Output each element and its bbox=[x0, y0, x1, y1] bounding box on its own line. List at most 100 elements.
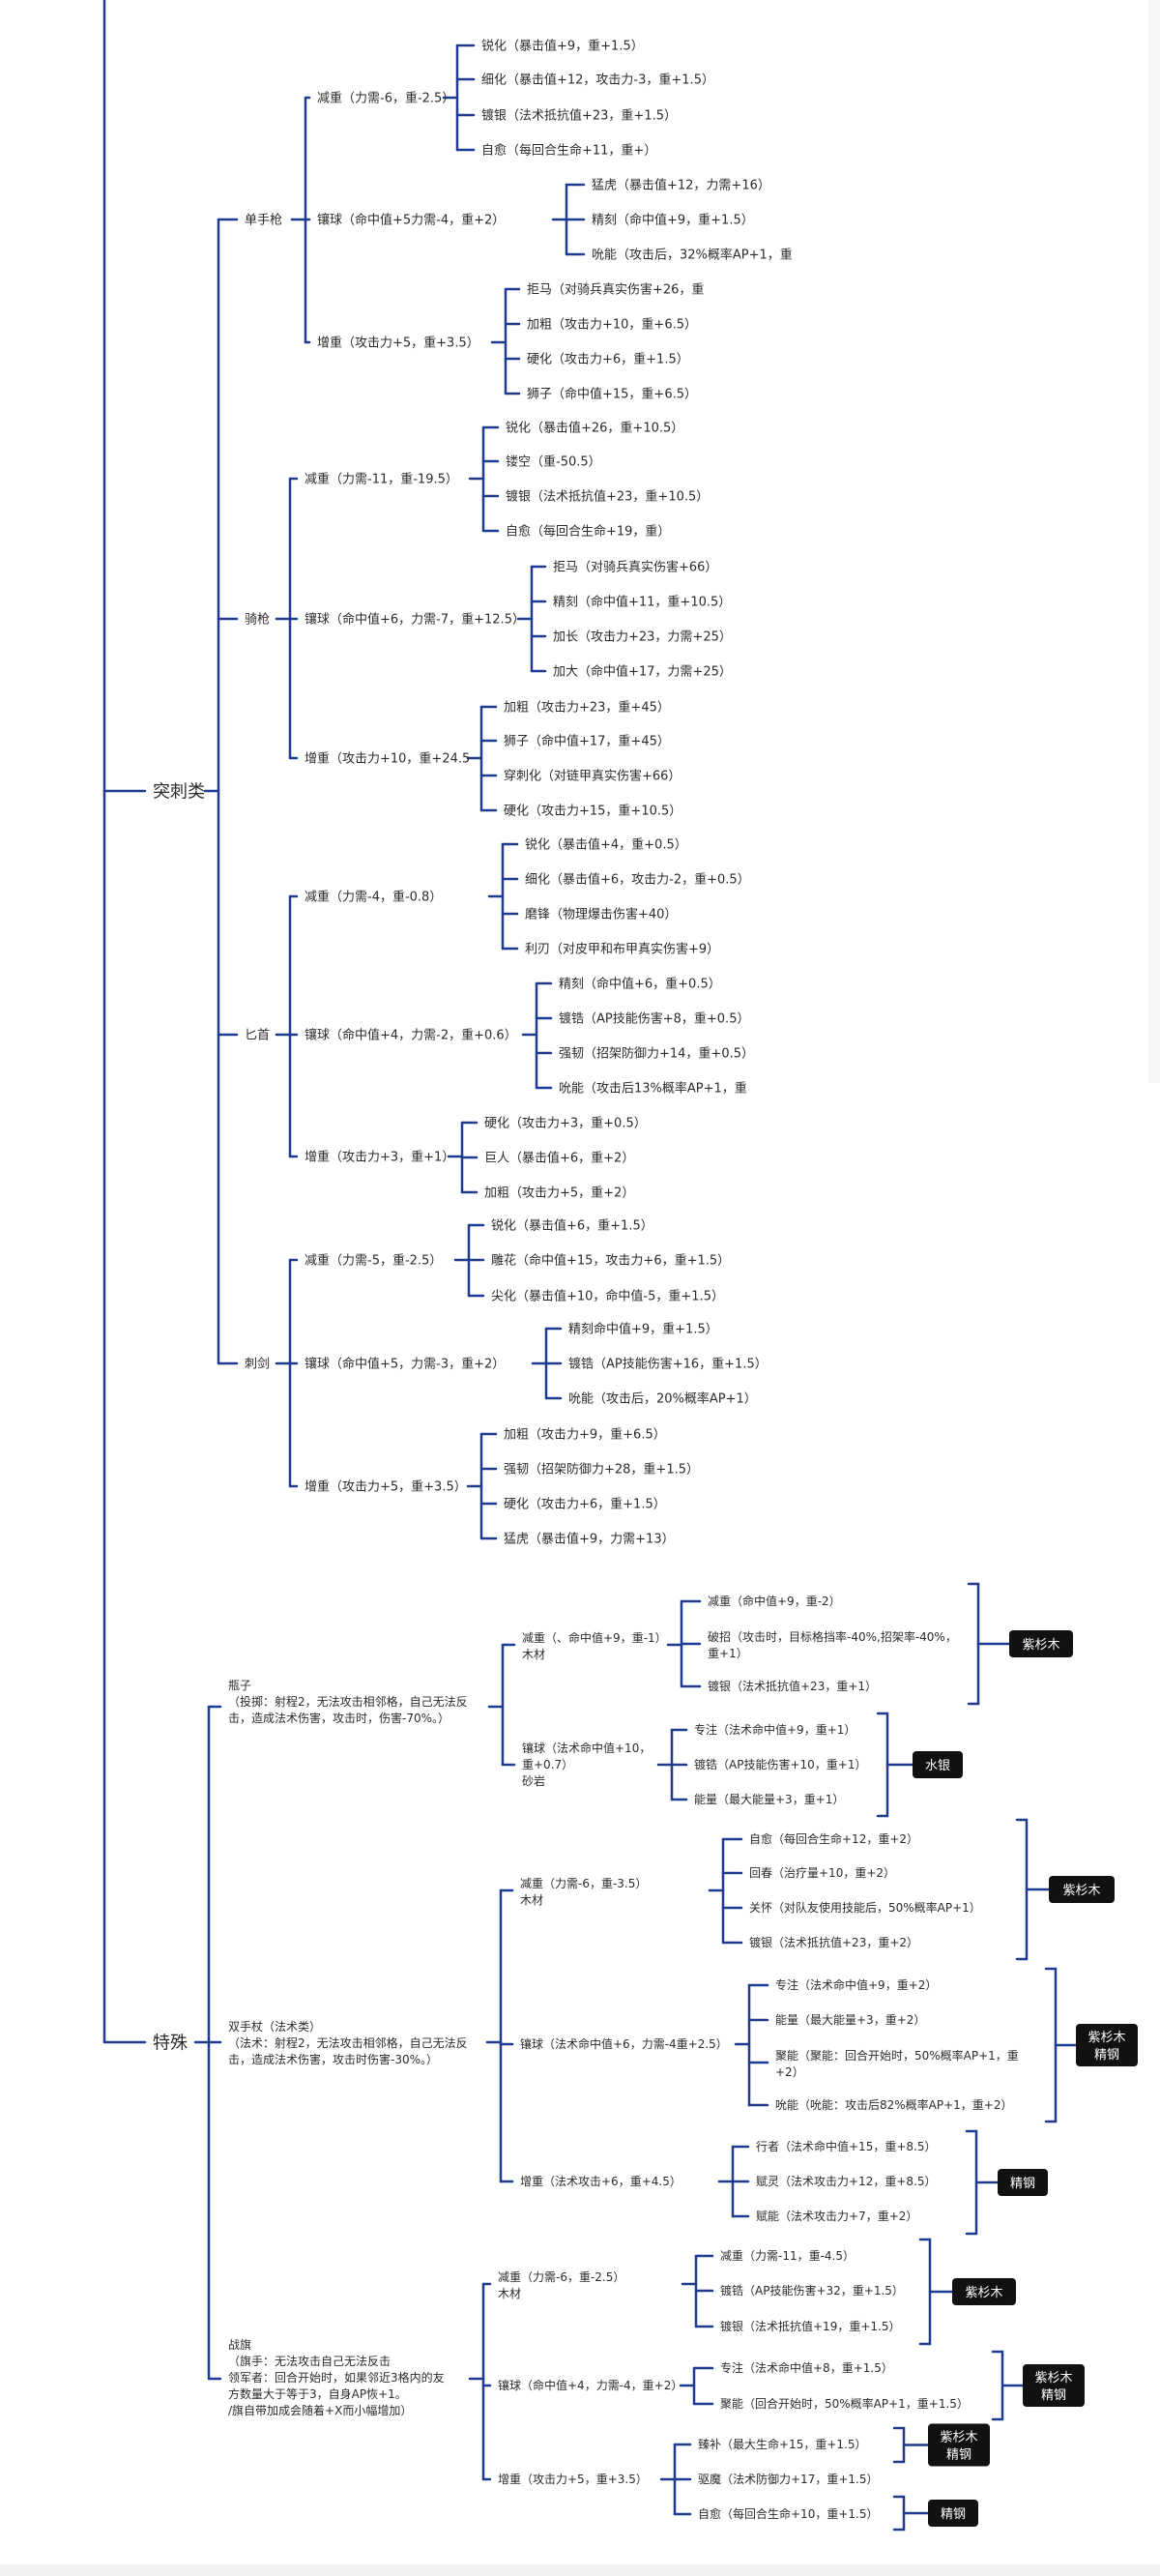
node-s3a3-line: 镀银（法术抵抗值+19，重+1.5） bbox=[720, 2319, 900, 2333]
node-w4a3-line: 尖化（暴击值+10，命中值-5，重+1.5） bbox=[491, 1289, 724, 1304]
node-s3c2-line: 驱魔（法术防御力+17，重+1.5） bbox=[698, 2472, 878, 2486]
node-s1b3: 能量（最大能量+3，重+1） bbox=[694, 1793, 844, 1806]
node-w4a: 减重（力需-5，重-2.5） bbox=[304, 1253, 442, 1269]
node-w2b: 镶球（命中值+6，力需-7，重+12.5） bbox=[304, 612, 525, 628]
node-s3a-line: 木材 bbox=[498, 2287, 521, 2300]
node-w3a-line: 减重（力需-4，重-0.8） bbox=[304, 890, 442, 905]
node-w3a1-line: 锐化（暴击值+4，重+0.5） bbox=[525, 837, 687, 853]
material-tag-line: 紫杉木 bbox=[1022, 1638, 1059, 1653]
node-w3c2: 巨人（暴击值+6，重+2） bbox=[484, 1151, 634, 1166]
node-s1a: 减重（、命中值+9，重-1）木材 bbox=[522, 1630, 667, 1661]
mind-map-labels: 突刺类特殊单手枪减重（力需-6，重-2.5）锐化（暴击值+9，重+1.5）细化（… bbox=[153, 39, 1019, 2522]
node-w4a-line: 减重（力需-5，重-2.5） bbox=[304, 1253, 442, 1269]
node-w1a-line: 减重（力需-6，重-2.5） bbox=[317, 91, 454, 106]
material-tag-m2: 水银 bbox=[925, 1759, 950, 1773]
node-w4a2-line: 雕花（命中值+15，攻击力+6，重+1.5） bbox=[491, 1253, 730, 1269]
node-w4b-line: 镶球（命中值+5，力需-3，重+2） bbox=[304, 1357, 505, 1372]
node-w1c-line: 增重（攻击力+5，重+3.5） bbox=[317, 336, 479, 351]
node-w4-line: 刺剑 bbox=[245, 1357, 270, 1372]
node-w2a3: 镀银（法术抵抗值+23，重+10.5） bbox=[506, 489, 709, 505]
node-s2b4-line: 吮能（吮能：攻击后82%概率AP+1，重+2） bbox=[775, 2097, 1013, 2112]
node-s1a1-line: 减重（命中值+9，重-2） bbox=[708, 1594, 841, 1608]
node-s3a2-line: 镀锆（AP技能伤害+32，重+1.5） bbox=[720, 2283, 904, 2298]
node-w3c3-line: 加粗（攻击力+5，重+2） bbox=[484, 1186, 634, 1201]
node-s2c3: 赋能（法术攻击力+7，重+2） bbox=[756, 2210, 917, 2223]
node-s1a2: 破招（攻击时，目标格挡率-40%,招架率-40%，重+1） bbox=[708, 1629, 957, 1660]
node-s1b1-line: 专注（法术命中值+9，重+1） bbox=[694, 1722, 856, 1737]
node-s3c3-line: 自愈（每回合生命+10，重+1.5） bbox=[698, 2506, 878, 2521]
node-s3-line: /旗自带加成会随着+X而小幅增加） bbox=[228, 2403, 412, 2417]
node-w2c1: 加粗（攻击力+23，重+45） bbox=[504, 700, 670, 716]
mind-map-edges bbox=[102, 0, 769, 2516]
node-s1a2-line: 重+1） bbox=[708, 1647, 748, 1660]
node-s1b-line: 镶球（法术命中值+10， bbox=[522, 1741, 651, 1755]
node-s3a-line: 减重（力需-6，重-2.5） bbox=[498, 2270, 624, 2284]
node-w2b4-line: 加大（命中值+17，力需+25） bbox=[553, 664, 732, 680]
node-w2c4-line: 硬化（攻击力+15，重+10.5） bbox=[504, 804, 682, 819]
node-w4a3: 尖化（暴击值+10，命中值-5，重+1.5） bbox=[491, 1289, 724, 1304]
node-w3b3: 强韧（招架防御力+14，重+0.5） bbox=[559, 1046, 754, 1062]
node-w1b3: 吮能（攻击后，32%概率AP+1，重 bbox=[592, 248, 793, 263]
material-tag-line: 精钢 bbox=[1010, 2177, 1035, 2191]
node-w2b3: 加长（攻击力+23，力需+25） bbox=[553, 630, 732, 645]
node-s2a2-line: 回春（治疗量+10，重+2） bbox=[749, 1866, 895, 1880]
material-bracket bbox=[965, 2129, 978, 2236]
node-w2b-line: 镶球（命中值+6，力需-7，重+12.5） bbox=[304, 612, 525, 628]
node-w3b2-line: 镀锆（AP技能伤害+8，重+0.5） bbox=[559, 1011, 749, 1027]
node-w2c: 增重（攻击力+10，重+24.5 bbox=[304, 751, 470, 767]
node-w4b1: 精刻命中值+9，重+1.5） bbox=[568, 1322, 718, 1337]
node-s3-line: 战旗 bbox=[228, 2337, 251, 2352]
node-s1a3: 镀银（法术抵抗值+23，重+1） bbox=[708, 1679, 877, 1693]
node-s2a-line: 木材 bbox=[520, 1893, 543, 1907]
node-w3b4: 吮能（攻击后13%概率AP+1，重 bbox=[559, 1081, 747, 1097]
node-w1b2: 精刻（命中值+9，重+1.5） bbox=[592, 213, 754, 228]
node-w2b3-line: 加长（攻击力+23，力需+25） bbox=[553, 630, 732, 645]
node-w4b3-line: 吮能（攻击后，20%概率AP+1） bbox=[568, 1391, 757, 1407]
node-c1: 突刺类 bbox=[153, 781, 205, 802]
material-tag-box bbox=[1049, 1876, 1115, 1903]
node-w3a3-line: 磨锋（物理爆击伤害+40） bbox=[525, 907, 677, 922]
node-s2-line: （法术：射程2，无法攻击相邻格，自己无法反 bbox=[228, 2035, 468, 2050]
node-w4a2: 雕花（命中值+15，攻击力+6，重+1.5） bbox=[491, 1253, 730, 1269]
node-s2b2-line: 能量（最大能量+3，重+2） bbox=[775, 2013, 925, 2027]
node-w4: 刺剑 bbox=[245, 1357, 270, 1372]
node-w2b2-line: 精刻（命中值+11，重+10.5） bbox=[553, 595, 731, 610]
node-s1a3-line: 镀银（法术抵抗值+23，重+1） bbox=[708, 1679, 877, 1693]
node-w3a2: 细化（暴击值+6，攻击力-2，重+0.5） bbox=[525, 872, 750, 888]
node-s3a1: 减重（力需-11，重-4.5） bbox=[720, 2249, 855, 2263]
node-w4c1-line: 加粗（攻击力+9，重+6.5） bbox=[504, 1427, 666, 1443]
node-s2-line: 双手杖（法术类） bbox=[228, 2019, 321, 2034]
material-tag-m3: 紫杉木 bbox=[1062, 1884, 1100, 1898]
node-w1a2-line: 细化（暴击值+12，攻击力-3，重+1.5） bbox=[481, 73, 714, 88]
node-s3c: 增重（攻击力+5，重+3.5） bbox=[498, 2473, 648, 2486]
material-tag-m7: 紫杉木精钢 bbox=[1034, 2371, 1072, 2403]
node-w3b3-line: 强韧（招架防御力+14，重+0.5） bbox=[559, 1046, 754, 1062]
material-tag-line: 紫杉木 bbox=[1062, 1884, 1100, 1898]
node-w1b3-line: 吮能（攻击后，32%概率AP+1，重 bbox=[592, 248, 793, 263]
node-s2b3: 聚能（聚能：回合开始时，50%概率AP+1，重+2） bbox=[775, 2048, 1019, 2079]
material-tag-line: 精钢 bbox=[941, 2507, 966, 2522]
node-s2b: 镶球（法术命中值+6，力需-4重+2.5） bbox=[520, 2036, 728, 2051]
node-w3b2: 镀锆（AP技能伤害+8，重+0.5） bbox=[559, 1011, 749, 1027]
node-w2a: 减重（力需-11，重-19.5） bbox=[304, 472, 458, 487]
node-w1: 单手枪 bbox=[245, 213, 282, 228]
node-w1a1-line: 锐化（暴击值+9，重+1.5） bbox=[481, 39, 644, 54]
node-w1a3-line: 镀银（法术抵抗值+23，重+1.5） bbox=[481, 108, 677, 124]
node-s2b1: 专注（法术命中值+9，重+2） bbox=[775, 1977, 937, 1992]
node-w4b1-line: 精刻命中值+9，重+1.5） bbox=[568, 1322, 718, 1337]
node-w1-line: 单手枪 bbox=[245, 213, 282, 228]
node-w1b2-line: 精刻（命中值+9，重+1.5） bbox=[592, 213, 754, 228]
node-w3b: 镶球（命中值+4，力需-2，重+0.6） bbox=[304, 1028, 517, 1043]
node-s3c-line: 增重（攻击力+5，重+3.5） bbox=[498, 2473, 648, 2486]
node-w2-line: 骑枪 bbox=[245, 612, 270, 628]
material-tag-line: 精钢 bbox=[1041, 2388, 1066, 2403]
node-s2a3: 关怀（对队友使用技能后，50%概率AP+1） bbox=[749, 1900, 981, 1915]
node-w2a3-line: 镀银（法术抵抗值+23，重+10.5） bbox=[506, 489, 709, 505]
node-s3a: 减重（力需-6，重-2.5） 木材 bbox=[498, 2270, 624, 2300]
node-s3c1: 臻补（最大生命+15，重+1.5） bbox=[698, 2437, 866, 2451]
node-s2a4-line: 镀银（法术抵抗值+23，重+2） bbox=[749, 1935, 918, 1949]
node-w1c3-line: 硬化（攻击力+6，重+1.5） bbox=[527, 352, 689, 367]
material-tag-m5: 精钢 bbox=[1010, 2177, 1035, 2191]
material-bracket bbox=[1044, 1967, 1058, 2123]
node-w2a-line: 减重（力需-11，重-19.5） bbox=[304, 472, 458, 487]
